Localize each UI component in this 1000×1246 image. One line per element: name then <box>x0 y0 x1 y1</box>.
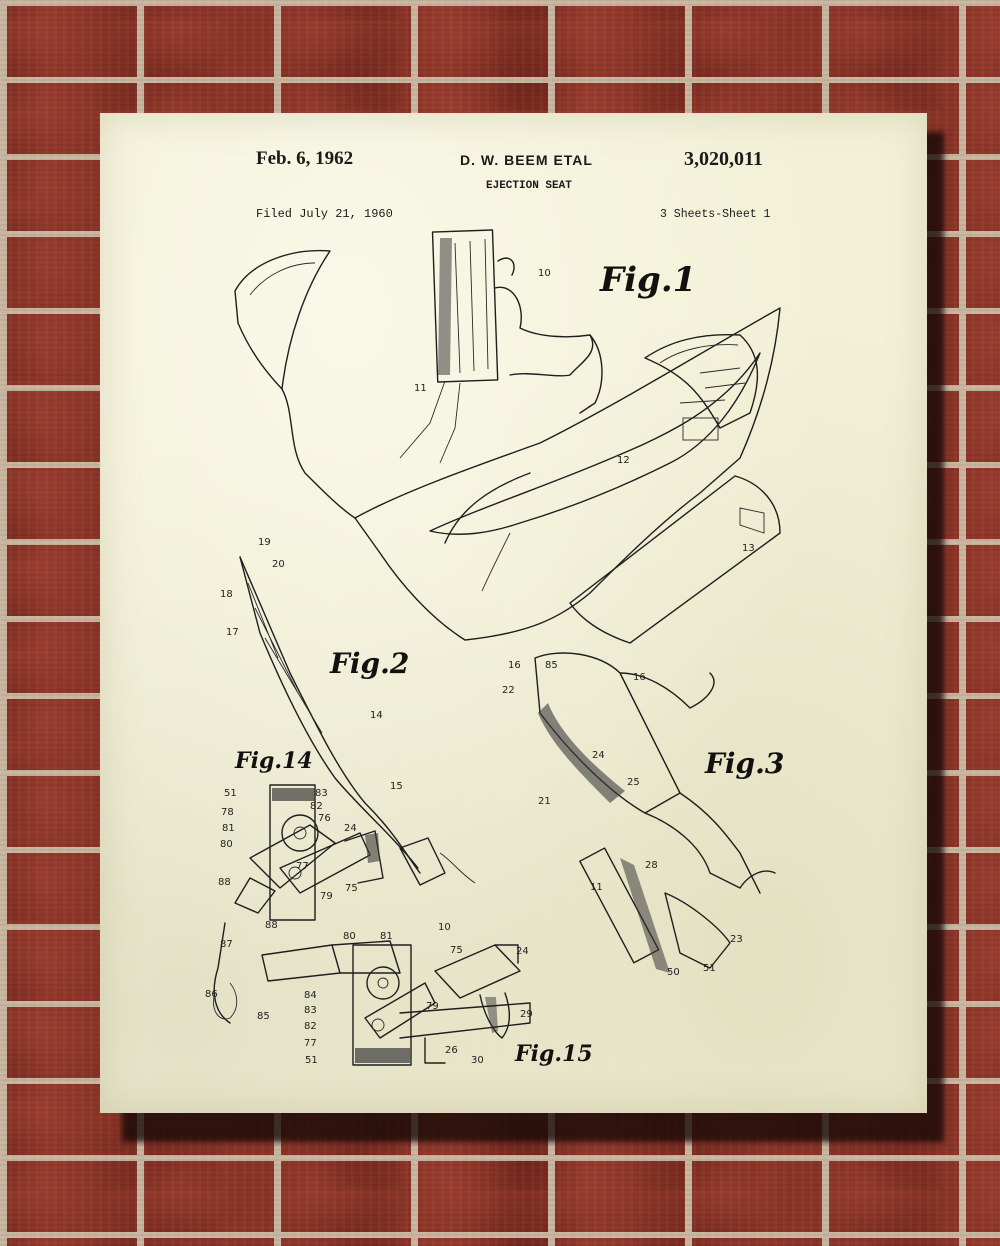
fig3-label: Fig.3 <box>704 747 784 780</box>
ref-number: 82 <box>310 801 323 812</box>
ref-number: 24 <box>344 823 357 834</box>
patent-sheet-info: 3 Sheets-Sheet 1 <box>660 208 771 221</box>
fig14-mechanism-drawing <box>213 784 384 1024</box>
ref-number: 80 <box>343 931 356 942</box>
ref-number: 51 <box>224 788 237 799</box>
ref-number: 15 <box>390 781 403 792</box>
ref-number: 84 <box>304 990 317 1001</box>
ref-number: 13 <box>742 543 755 554</box>
ref-number: 20 <box>272 559 285 570</box>
ref-number: 25 <box>627 777 640 788</box>
ref-number: 21 <box>538 796 551 807</box>
patent-title: EJECTION SEAT <box>486 180 572 192</box>
ref-number: 88 <box>218 877 231 888</box>
patent-inventor: D. W. BEEM ETAL <box>460 152 593 168</box>
ref-number: 16 <box>633 672 646 683</box>
fig14-label: Fig.14 <box>234 748 313 774</box>
ref-number: 75 <box>345 883 358 894</box>
ref-number: 28 <box>645 860 658 871</box>
ref-number: 82 <box>304 1021 317 1032</box>
ref-number: 50 <box>667 967 680 978</box>
ref-number: 12 <box>617 455 630 466</box>
ref-number: 87 <box>220 939 233 950</box>
ref-number: 22 <box>502 685 515 696</box>
patent-drawing: Fig.1 Fig.2 Fig.3 Fig.14 Fig.15 10 11 12… <box>205 229 784 1067</box>
patent-date: Feb. 6, 1962 <box>256 148 354 169</box>
ref-number: 18 <box>220 589 233 600</box>
patent-filed-date: Filed July 21, 1960 <box>256 207 393 221</box>
ref-number: 75 <box>450 945 463 956</box>
patent-number: 3,020,011 <box>684 148 763 170</box>
ref-number: 77 <box>304 1038 317 1049</box>
ref-number: 85 <box>257 1011 270 1022</box>
fig1-aircraft-drawing <box>354 307 781 644</box>
ref-number: 14 <box>370 710 383 721</box>
ref-number: 23 <box>730 934 743 945</box>
ref-number: 88 <box>265 920 278 931</box>
fig3-seat-occupant-drawing <box>534 652 776 973</box>
fig2-label: Fig.2 <box>329 647 409 680</box>
ref-number: 78 <box>221 807 234 818</box>
ref-number: 19 <box>258 537 271 548</box>
ref-number: 80 <box>220 839 233 850</box>
fig2-parachute-drawing <box>239 556 476 886</box>
ref-number: 10 <box>538 268 551 279</box>
ref-number: 30 <box>471 1055 484 1066</box>
fig1-label: Fig.1 <box>599 260 696 300</box>
fig1-canopy-drawing <box>234 249 356 519</box>
ref-number: 16 <box>508 660 521 671</box>
ref-number: 51 <box>305 1055 318 1066</box>
fig15-label: Fig.15 <box>514 1041 593 1067</box>
ref-number: 76 <box>318 813 331 824</box>
ref-number: 24 <box>516 946 529 957</box>
fig15-mechanism-drawing <box>261 940 531 1066</box>
ref-number: 81 <box>222 823 235 834</box>
ref-number: 51 <box>703 963 716 974</box>
ref-number: 11 <box>590 882 603 893</box>
ref-number: 26 <box>445 1045 458 1056</box>
ref-number: 29 <box>520 1009 533 1020</box>
ref-number: 17 <box>226 627 239 638</box>
ref-number: 10 <box>438 922 451 933</box>
ref-number: 85 <box>545 660 558 671</box>
patent-poster: Feb. 6, 1962 D. W. BEEM ETAL 3,020,011 E… <box>100 113 927 1113</box>
ref-number: 11 <box>414 383 427 394</box>
ref-number: 79 <box>320 891 333 902</box>
ref-number: 83 <box>315 788 328 799</box>
ref-number: 24 <box>592 750 605 761</box>
fig1-seat-drawing <box>399 229 603 464</box>
ref-number: 86 <box>205 989 218 1000</box>
ref-number: 79 <box>426 1001 439 1012</box>
ref-number: 81 <box>380 931 393 942</box>
ref-number: 83 <box>304 1005 317 1016</box>
ref-number: 77 <box>296 861 309 872</box>
